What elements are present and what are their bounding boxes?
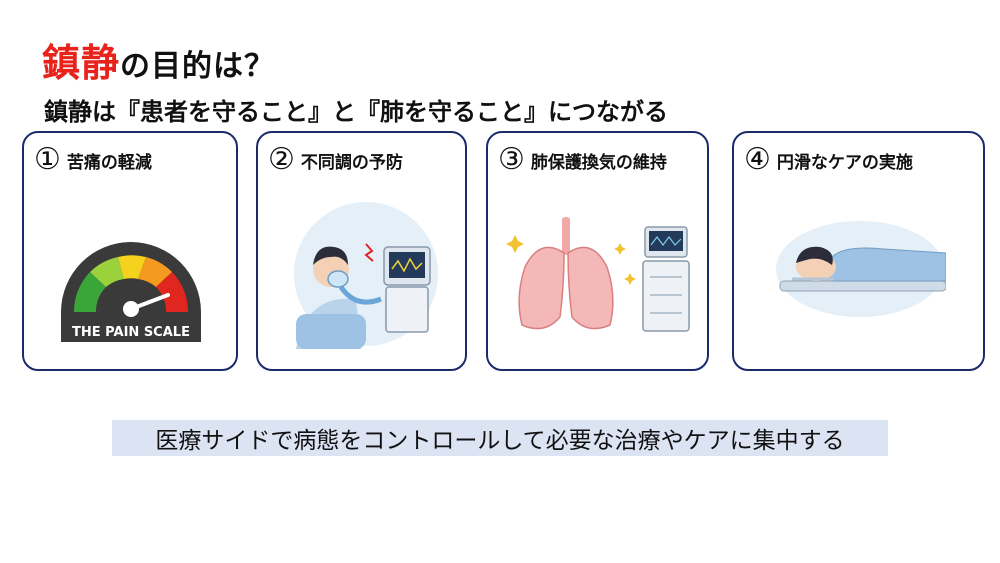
- pain-scale-label: THE PAIN SCALE: [72, 325, 190, 340]
- card-number: ④: [744, 142, 771, 177]
- patient-ventilator-icon: [294, 202, 438, 349]
- card-lung-protective-ventilation: ③ 肺保護換気の維持: [486, 131, 709, 371]
- summary-banner: 医療サイドで病態をコントロールして必要な治療やケアに集中する: [112, 420, 888, 456]
- card-title: 苦痛の軽減: [66, 152, 152, 173]
- card-title: 不同調の予防: [300, 152, 403, 173]
- summary-text: 医療サイドで病態をコントロールして必要な治療やケアに集中する: [155, 428, 845, 454]
- card-asynchrony-prevention: ② 不同調の予防: [256, 131, 467, 371]
- patient-bed-icon: [776, 221, 946, 317]
- title-accent: 鎮静: [42, 41, 121, 85]
- card-number: ①: [34, 142, 61, 177]
- title-rest: の目的は？: [120, 49, 276, 84]
- pain-scale-gauge-icon: THE PAIN SCALE: [61, 242, 201, 342]
- card-number: ③: [498, 142, 525, 177]
- card-smooth-care: ④ 円滑なケアの実施: [732, 131, 985, 371]
- page-title: 鎮静の目的は？: [42, 32, 275, 87]
- card-title: 肺保護換気の維持: [530, 152, 667, 173]
- card-pain-relief: ① 苦痛の軽減 THE PAIN SCALE: [22, 131, 238, 371]
- card-number: ②: [268, 142, 295, 177]
- page-subtitle: 鎮静は『患者を守ること』と『肺を守ること』につながる: [44, 98, 668, 126]
- card-title: 円滑なケアの実施: [776, 152, 913, 173]
- lungs-ventilator-icon: [506, 217, 690, 332]
